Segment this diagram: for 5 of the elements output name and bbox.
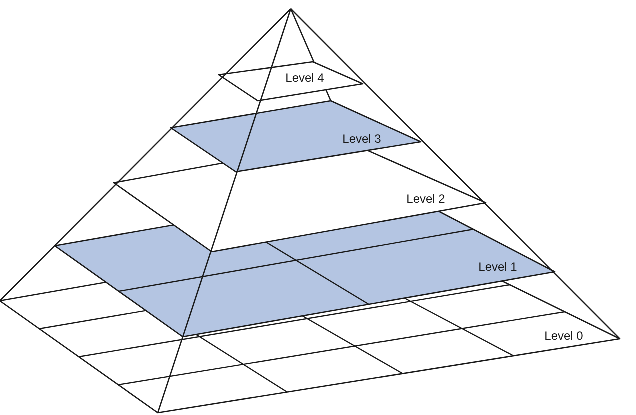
level-label: Level 1 — [478, 260, 518, 274]
level-label: Level 4 — [286, 71, 324, 85]
level-label: Level 3 — [342, 132, 382, 146]
level-label: Level 0 — [544, 329, 584, 343]
level-label: Level 2 — [406, 192, 446, 206]
